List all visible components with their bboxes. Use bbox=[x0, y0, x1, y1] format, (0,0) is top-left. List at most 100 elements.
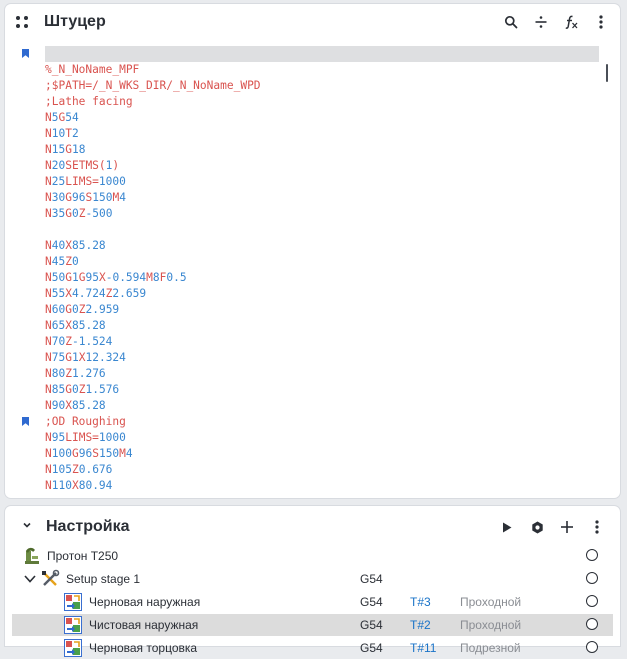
code-word-token: G bbox=[58, 111, 66, 124]
collapse-chevron-icon[interactable] bbox=[22, 520, 32, 530]
bookmark-icon[interactable] bbox=[22, 49, 29, 58]
code-line[interactable]: N105Z0.676 bbox=[45, 462, 599, 478]
add-button[interactable] bbox=[557, 517, 577, 537]
work-offset: G54 bbox=[360, 641, 383, 655]
code-line[interactable]: N20SETMS(1) bbox=[45, 158, 599, 174]
code-word-token: M bbox=[112, 191, 120, 204]
code-number-token: 65 bbox=[51, 319, 66, 332]
code-word-token: X bbox=[98, 271, 106, 284]
code-line[interactable]: N40X85.28 bbox=[45, 238, 599, 254]
expand-chevron-icon[interactable] bbox=[24, 574, 36, 584]
work-offset: G54 bbox=[360, 618, 383, 632]
code-number-token: 35 bbox=[51, 207, 66, 220]
gear-icon bbox=[531, 521, 543, 533]
code-word-token: Z bbox=[71, 463, 79, 476]
code-word-token: N bbox=[45, 207, 52, 220]
turning-operation-icon bbox=[64, 616, 82, 634]
code-line[interactable]: N30G96S150M4 bbox=[45, 190, 599, 206]
plus-icon bbox=[561, 521, 573, 533]
settings-button[interactable] bbox=[527, 517, 547, 537]
code-line[interactable]: N65X85.28 bbox=[45, 318, 599, 334]
code-number-token: 75 bbox=[51, 351, 66, 364]
code-number-token: 150 bbox=[92, 191, 113, 204]
code-word-token: N bbox=[45, 319, 52, 332]
radio-button[interactable] bbox=[586, 549, 598, 561]
tree-row-machine[interactable]: Протон T250 bbox=[12, 545, 613, 567]
code-line[interactable]: N80Z1.276 bbox=[45, 366, 599, 382]
code-line[interactable]: N25LIMS=1000 bbox=[45, 174, 599, 190]
radio-button[interactable] bbox=[586, 641, 598, 653]
code-word-token: %_N_NoName_MPF bbox=[45, 63, 140, 76]
code-word-token: G bbox=[65, 383, 72, 396]
setup-more-menu-button[interactable] bbox=[587, 517, 607, 537]
code-line[interactable]: N5G54 bbox=[45, 110, 599, 126]
code-word-token: G bbox=[65, 191, 72, 204]
code-line[interactable]: ;OD Roughing bbox=[45, 414, 599, 430]
code-number-token: 0.5 bbox=[166, 271, 187, 284]
editor-title: Штуцер bbox=[44, 13, 106, 30]
code-comment-token: ;OD Roughing bbox=[45, 415, 126, 428]
code-number-token: 12.324 bbox=[85, 351, 126, 364]
code-line[interactable]: N95LIMS=1000 bbox=[45, 430, 599, 446]
code-word-token: X bbox=[78, 351, 86, 364]
code-line[interactable]: N55X4.724Z2.659 bbox=[45, 286, 599, 302]
code-line[interactable]: N85G0Z1.576 bbox=[45, 382, 599, 398]
code-word-token: N bbox=[45, 399, 52, 412]
code-word-token: N bbox=[45, 287, 52, 300]
code-line[interactable]: N70Z-1.524 bbox=[45, 334, 599, 350]
code-word-token: N bbox=[45, 175, 52, 188]
code-line[interactable]: N15G18 bbox=[45, 142, 599, 158]
run-button[interactable] bbox=[497, 517, 517, 537]
lathe-machine-icon bbox=[23, 547, 41, 565]
code-word-token: G bbox=[65, 207, 72, 220]
code-line[interactable]: N75G1X12.324 bbox=[45, 350, 599, 366]
search-button[interactable] bbox=[501, 12, 521, 32]
code-line[interactable]: N45Z0 bbox=[45, 254, 599, 270]
code-number-token: 2.659 bbox=[112, 287, 147, 300]
code-number-token: 105 bbox=[51, 463, 72, 476]
code-word-token: X bbox=[65, 287, 72, 300]
radio-button[interactable] bbox=[586, 572, 598, 584]
work-offset: G54 bbox=[360, 595, 383, 609]
code-word-token: SETMS( bbox=[65, 159, 106, 172]
tool-type: Проходной bbox=[460, 595, 522, 609]
divide-icon bbox=[535, 16, 547, 28]
code-line[interactable]: ;$PATH=/_N_WKS_DIR/_N_NoName_WPD bbox=[45, 78, 599, 94]
more-menu-button[interactable] bbox=[591, 12, 611, 32]
code-word-token: X bbox=[65, 399, 72, 412]
code-number-token: 50 bbox=[51, 271, 66, 284]
code-word-token: N bbox=[45, 351, 52, 364]
code-line[interactable]: ;Lathe facing bbox=[45, 94, 599, 110]
function-icon bbox=[565, 15, 578, 29]
more-vertical-icon bbox=[599, 15, 603, 29]
code-line[interactable]: %_N_NoName_MPF bbox=[45, 62, 599, 78]
code-line[interactable]: N90X85.28 bbox=[45, 398, 599, 414]
code-number-token: 100 bbox=[51, 447, 72, 460]
scrollbar-thumb[interactable] bbox=[606, 64, 608, 82]
code-word-token: G bbox=[65, 303, 72, 316]
code-line[interactable]: N10T2 bbox=[45, 126, 599, 142]
code-line[interactable] bbox=[45, 222, 599, 238]
code-line[interactable]: N35G0Z-500 bbox=[45, 206, 599, 222]
drag-handle-icon[interactable] bbox=[16, 16, 28, 28]
code-line[interactable]: N100G96S150M4 bbox=[45, 446, 599, 462]
code-number-token: 4 bbox=[125, 447, 133, 460]
code-line[interactable]: N60G0Z2.959 bbox=[45, 302, 599, 318]
code-word-token: N bbox=[45, 431, 52, 444]
divide-button[interactable] bbox=[531, 12, 551, 32]
radio-button[interactable] bbox=[586, 595, 598, 607]
setup-header: Настройка bbox=[5, 506, 620, 542]
code-number-token: 1000 bbox=[98, 175, 126, 188]
code-line[interactable]: N50G1G95X-0.594M8F0.5 bbox=[45, 270, 599, 286]
tree-row-stage[interactable]: Setup stage 1 G54 bbox=[12, 568, 613, 590]
radio-button[interactable] bbox=[586, 618, 598, 630]
code-word-token: Z bbox=[65, 335, 72, 348]
bookmark-icon[interactable] bbox=[22, 417, 29, 426]
function-button[interactable] bbox=[561, 12, 581, 32]
code-editor[interactable]: %_N_NoName_MPF ;$PATH=/_N_WKS_DIR/_N_NoNa… bbox=[45, 46, 599, 496]
code-line[interactable] bbox=[45, 46, 599, 62]
code-line[interactable]: N110X80.94 bbox=[45, 478, 599, 494]
